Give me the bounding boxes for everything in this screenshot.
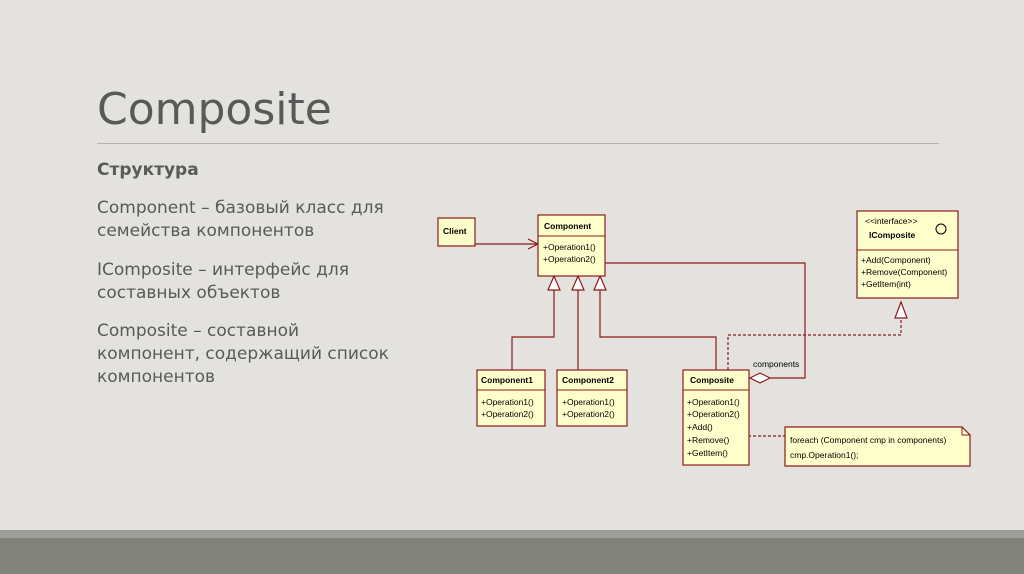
paragraph-composite: Composite – составной компонент, содержа…: [97, 321, 389, 387]
generalization-arrow-3: [593, 274, 607, 291]
code-note: foreach (Component cmp in components) cm…: [784, 426, 971, 467]
aggregation-diamond: [748, 372, 772, 384]
paragraph-component: Component – базовый класс для семейства …: [97, 198, 384, 241]
composite-op: +Operation2(): [687, 409, 740, 419]
composite-name: Composite: [690, 375, 734, 385]
component2-box: Component2 +Operation1() +Operation2(): [556, 369, 628, 427]
association-label: components: [753, 359, 799, 369]
component-op: +Operation1(): [543, 242, 596, 252]
composite-generalization-line: [599, 290, 717, 370]
component1-op: +Operation1(): [481, 397, 534, 407]
component2-op: +Operation2(): [562, 409, 615, 419]
generalization-arrow-2: [571, 274, 585, 291]
composite-box: Composite +Operation1() +Operation2() +A…: [682, 369, 750, 466]
icomposite-op: +Add(Component): [861, 255, 931, 265]
composite-op: +Remove(): [687, 435, 729, 445]
composite-op: +Operation1(): [687, 397, 740, 407]
slide-title: Composite: [97, 84, 332, 135]
component1-box: Component1 +Operation1() +Operation2(): [476, 369, 546, 427]
realization-line: [727, 318, 902, 370]
note-line: cmp.Operation1();: [790, 450, 859, 460]
components-aggregation-line: [605, 262, 806, 379]
slide-subtitle: Структура: [97, 160, 199, 180]
composite-op: +GetItem(): [687, 448, 728, 458]
interface-lollipop-icon: [935, 223, 947, 235]
component1-generalization-line: [511, 290, 555, 370]
icomposite-op: +GetItem(int): [861, 279, 911, 289]
icomposite-box: <<interface>> IComposite +Add(Component)…: [856, 210, 959, 299]
generalization-arrow-1: [547, 274, 561, 291]
footer-bar: [0, 538, 1024, 574]
icomposite-stereotype: <<interface>>: [865, 216, 917, 226]
component2-op: +Operation1(): [562, 397, 615, 407]
component-op: +Operation2(): [543, 254, 596, 264]
client-box: Client: [437, 217, 476, 247]
component2-name: Component2: [562, 375, 614, 385]
footer-accent: [0, 530, 1024, 538]
title-divider: [97, 143, 939, 144]
component-box: Component +Operation1() +Operation2(): [537, 214, 606, 277]
component1-name: Component1: [481, 375, 533, 385]
paragraph-icomposite: IComposite – интерфейс для составных объ…: [97, 260, 350, 303]
client-name: Client: [443, 226, 467, 236]
note-line: foreach (Component cmp in components): [790, 435, 947, 445]
component1-op: +Operation2(): [481, 409, 534, 419]
component-name: Component: [544, 221, 591, 231]
realization-arrow: [894, 300, 908, 319]
composite-op: +Add(): [687, 422, 713, 432]
icomposite-op: +Remove(Component): [861, 267, 947, 277]
icomposite-name: IComposite: [869, 230, 916, 240]
